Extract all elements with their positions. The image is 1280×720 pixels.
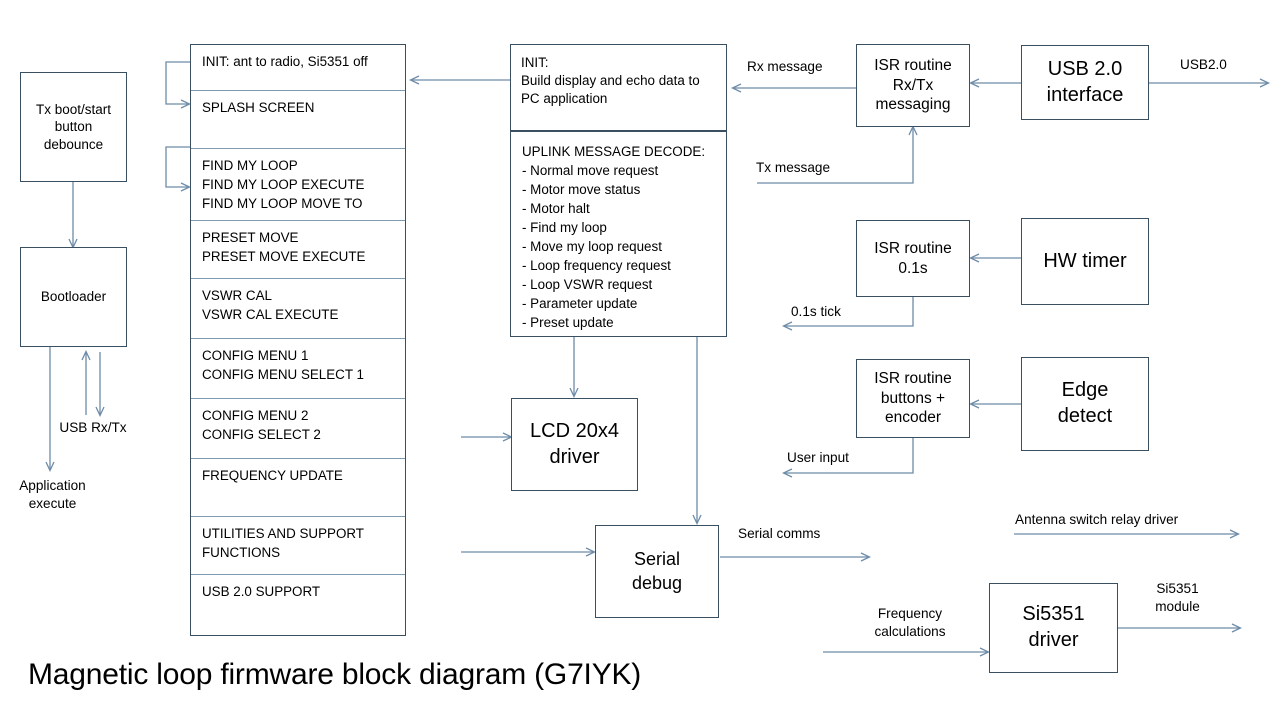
conn-tx-message bbox=[757, 127, 913, 184]
usb-2-0-interface-box[interactable]: USB 2.0 interface bbox=[1021, 45, 1149, 120]
uplink-decode-title: UPLINK MESSAGE DECODE: bbox=[522, 144, 706, 159]
uplink-decode-item: - Motor halt bbox=[522, 201, 590, 217]
bootloader-box[interactable]: Bootloader bbox=[20, 247, 127, 347]
rx-message-label: Rx message bbox=[747, 59, 823, 74]
stack-row-utilities[interactable]: UTILITIES AND SUPPORT FUNCTIONS bbox=[191, 516, 405, 574]
center-init-build-display-box[interactable]: INIT: Build display and echo data to PC … bbox=[510, 44, 727, 131]
menu-stack: INIT: ant to radio, Si5351 off SPLASH SC… bbox=[190, 44, 406, 636]
uplink-decode-item: - Motor move status bbox=[522, 182, 641, 198]
lcd-20x4-driver-box[interactable]: LCD 20x4 driver bbox=[511, 398, 638, 491]
tx-message-label: Tx message bbox=[756, 160, 831, 175]
stack-row-init[interactable]: INIT: ant to radio, Si5351 off bbox=[202, 54, 368, 69]
tick-0-1s-label: 0.1s tick bbox=[791, 304, 841, 319]
user-input-label: User input bbox=[787, 450, 849, 465]
antenna-switch-relay-driver-label: Antenna switch relay driver bbox=[1015, 512, 1179, 527]
uplink-decode-item: - Loop frequency request bbox=[522, 258, 671, 274]
stack-row-preset-move[interactable]: PRESET MOVE PRESET MOVE EXECUTE bbox=[191, 220, 405, 278]
usb-rx-tx-label: USB Rx/Tx bbox=[59, 420, 127, 435]
stack-row-find-my-loop[interactable]: FIND MY LOOP FIND MY LOOP EXECUTE FIND M… bbox=[191, 148, 405, 220]
page-title: Magnetic loop firmware block diagram (G7… bbox=[28, 658, 642, 691]
conn-hook-findmyloop bbox=[165, 146, 190, 187]
uplink-decode-item: - Find my loop bbox=[522, 220, 607, 236]
usb20-label: USB2.0 bbox=[1180, 57, 1227, 72]
stack-row-frequency-update[interactable]: FREQUENCY UPDATE bbox=[191, 458, 405, 516]
conn-user-input bbox=[784, 438, 914, 473]
stack-row-vswr-cal[interactable]: VSWR CAL VSWR CAL EXECUTE bbox=[191, 278, 405, 338]
stack-row-config-menu-2[interactable]: CONFIG MENU 2 CONFIG SELECT 2 bbox=[191, 398, 405, 458]
stack-row-config-menu-1[interactable]: CONFIG MENU 1 CONFIG MENU SELECT 1 bbox=[191, 338, 405, 398]
uplink-message-decode-box[interactable]: UPLINK MESSAGE DECODE: - Normal move req… bbox=[510, 131, 727, 337]
conn-hook-splash bbox=[165, 61, 190, 104]
tx-boot-start-button-debounce-box[interactable]: Tx boot/start button debounce bbox=[20, 72, 127, 182]
isr-routine-rx-tx-messaging-box[interactable]: ISR routine Rx/Tx messaging bbox=[856, 44, 970, 127]
si5351-driver-box[interactable]: Si5351 driver bbox=[989, 583, 1118, 673]
stack-row-usb-support[interactable]: USB 2.0 SUPPORT bbox=[191, 574, 405, 636]
isr-routine-buttons-encoder-box[interactable]: ISR routine buttons + encoder bbox=[856, 359, 970, 438]
si5351-module-label: Si5351 module bbox=[1155, 581, 1200, 614]
uplink-decode-item: - Loop VSWR request bbox=[522, 277, 653, 293]
uplink-decode-item: - Parameter update bbox=[522, 296, 638, 312]
isr-routine-0-1s-box[interactable]: ISR routine 0.1s bbox=[856, 220, 970, 297]
uplink-decode-item: - Normal move request bbox=[522, 163, 659, 179]
uplink-decode-item: - Preset update bbox=[522, 315, 614, 331]
serial-debug-box[interactable]: Serial debug bbox=[595, 525, 719, 618]
uplink-decode-item: - Move my loop request bbox=[522, 239, 662, 255]
frequency-calculations-label: Frequency calculations bbox=[874, 606, 946, 639]
edge-detect-box[interactable]: Edge detect bbox=[1021, 357, 1149, 451]
hw-timer-box[interactable]: HW timer bbox=[1021, 218, 1149, 305]
application-execute-label: Application execute bbox=[19, 478, 86, 511]
stack-row-splash[interactable]: SPLASH SCREEN bbox=[191, 90, 405, 148]
serial-comms-label: Serial comms bbox=[738, 526, 821, 541]
conn-01s-tick bbox=[784, 297, 914, 326]
